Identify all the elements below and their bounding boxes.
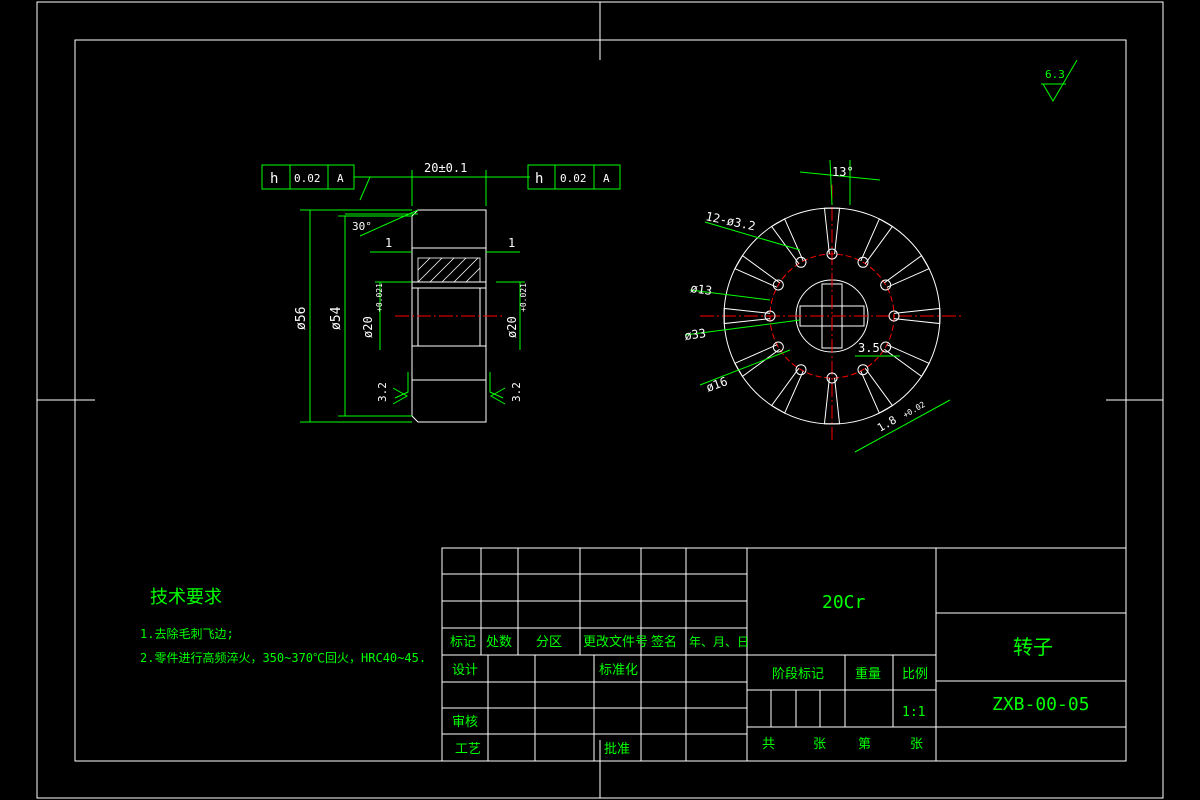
rev-header-mark: 标记 [450,635,476,650]
tech-req-item-1: 1.去除毛刺飞边; [140,626,234,641]
rotor-slot [770,218,804,264]
svg-text:0.02: 0.02 [560,172,587,185]
rev-header-zone: 分区 [536,635,562,650]
svg-text:h: h [535,171,543,187]
svg-text:A: A [603,172,610,185]
stage-mark-label: 阶段标记 [772,667,824,682]
drawing-number: ZXB-00-05 [992,694,1090,715]
dia-33: ø33 [683,326,706,343]
scale-value: 1:1 [902,705,925,720]
rotor-slots [723,207,941,425]
weight-label: 重量 [855,666,881,682]
chamfer-left: 1 [385,236,392,250]
roughness-value-top: 6.3 [1045,68,1065,81]
angle-13: 13° [832,165,854,179]
rotor-hole [764,310,776,322]
page-label: 第 [858,737,871,752]
tolerance-frame-right: h 0.02 A [527,164,621,190]
rotor-slot [723,307,771,325]
rev-header-sign: 签名 [651,634,677,650]
rotor-slot [860,368,894,414]
rotor-hole [772,341,784,353]
rotor-hole [826,372,838,384]
surface-roughness-symbol: 6.3 [1041,59,1078,102]
rotor-slot [734,254,780,288]
diameter-54: ø54 [329,306,344,330]
roughness-left: 3.2 [376,382,389,402]
roughness-right: 3.2 [510,382,523,402]
keyway-width: 3.5 [858,341,880,355]
dia-13: ø13 [690,281,713,298]
technical-requirements: 技术要求 1.去除毛刺飞边; 2.零件进行高频淬火，350~370℃回火，HRC… [140,587,426,665]
rotor-slot [823,377,841,425]
bore-diameter-right: ø20 [505,316,519,338]
chamfer-angle: 30° [352,220,372,233]
title-block: 标记 处数 分区 更改文件号 签名 年、月、日 设计 标准化 审核 工艺 批准 … [441,547,1127,762]
bore-tol-upper-left: +0.021 [375,283,384,312]
rotor-hole [880,279,892,291]
rev-header-doc: 更改文件号 [583,635,648,650]
rotor-holes [764,248,900,384]
rotor-hole [888,310,900,322]
left-section-view: 20±0.1 h 0.02 A h 0.02 A 30° 1 [261,161,621,423]
scale-label: 比例 [902,667,928,682]
bore-tol-upper-right: +0.021 [519,283,528,312]
rotor-hole [772,279,784,291]
sheets-label-2: 张 [910,737,923,752]
design-label: 设计 [452,663,478,678]
rotor-hole [857,256,869,268]
rotor-hole [857,364,869,376]
sheets-label: 张 [813,737,826,752]
svg-text:0.02: 0.02 [294,172,321,185]
bore-diameter-left: ø20 [361,316,375,338]
rotor-hole [880,341,892,353]
rotor-slot [893,307,941,325]
approve-label: 批准 [604,742,630,757]
rev-header-count: 处数 [486,635,512,650]
rotor-hole [826,248,838,260]
rotor-slot [884,344,930,378]
svg-text:A: A [337,172,344,185]
rev-header-date: 年、月、日 [689,635,749,649]
chamfer-right: 1 [508,236,515,250]
rotor-slot [823,207,841,255]
rotor-slot [884,254,930,288]
rotor-slot [770,368,804,414]
dia-16: ø16 [704,374,729,395]
tech-req-item-2: 2.零件进行高频淬火，350~370℃回火，HRC40~45. [140,650,426,665]
review-label: 审核 [452,715,478,730]
rotor-hole [795,256,807,268]
tech-req-title: 技术要求 [150,587,222,608]
svg-text:h: h [270,171,278,187]
section-hatch [417,257,481,283]
part-name: 转子 [1013,635,1053,659]
tolerance-frame-left: h 0.02 A [261,164,371,201]
process-label: 工艺 [455,742,481,757]
rotor-hole [795,364,807,376]
standardize-label: 标准化 [599,663,638,678]
material: 20Cr [822,592,866,613]
width-dimension: 20±0.1 [424,161,467,175]
rotor-slot [860,218,894,264]
total-label: 共 [762,737,775,752]
outer-diameter-56: ø56 [294,307,309,330]
